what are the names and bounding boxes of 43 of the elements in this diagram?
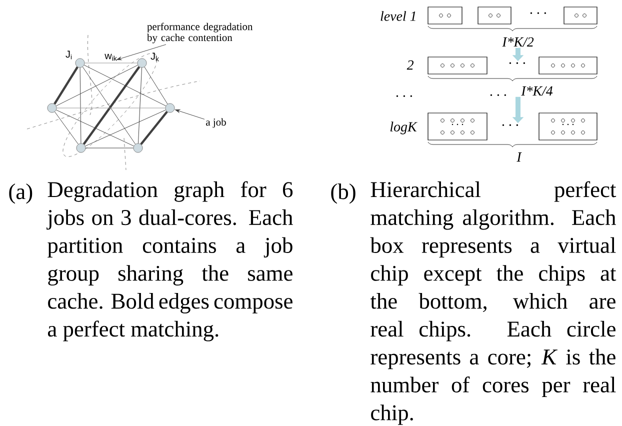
brace-label: I: [516, 152, 522, 162]
graph-edge: [56, 64, 138, 106]
job-node: [133, 143, 143, 153]
chip-box: [478, 6, 512, 24]
job-node: [165, 103, 175, 113]
leader-arrow: [174, 109, 205, 120]
caption-tag: (b): [331, 183, 356, 204]
graph-edge: [138, 67, 142, 144]
chip-box: [538, 56, 598, 74]
graph-edge: [54, 112, 78, 144]
chip-box: [564, 6, 598, 24]
caption-tag: (a): [9, 183, 32, 204]
job-node: [47, 103, 57, 113]
edge-label: w$_{ik}$: [104, 52, 118, 62]
ellipsis: · · ·: [502, 124, 518, 126]
chip-box: [428, 56, 488, 74]
chip-box: [538, 112, 598, 140]
job-node: [76, 143, 86, 153]
graph-edge: [84, 64, 166, 106]
annotation-text: a job: [206, 118, 226, 128]
ellipsis: · · ·: [490, 94, 506, 96]
graph-edge: [54, 66, 78, 105]
brace-label: I*K/2: [502, 37, 534, 47]
graph-edge: [84, 62, 138, 64]
graph-edge: [80, 67, 82, 144]
ellipsis: · · ·: [396, 95, 412, 97]
caption-text: Degradation graph for 6 jobs on 3 dual-cores. Each partition contains a job group sharing the same cache. Bold edges compose a perfect matching.: [46, 181, 293, 342]
graph-edge: [85, 110, 166, 146]
node-label: J$_{k}$: [150, 52, 159, 62]
level-label: 2: [406, 60, 414, 70]
brace-label: I*K/4: [521, 86, 553, 96]
level-label: level 1: [380, 11, 416, 21]
annotation-text: performance degradation by cache contention: [147, 22, 253, 44]
leader-arrow: [116, 44, 166, 60]
ellipsis: · · ·: [509, 62, 525, 64]
chip-box: [428, 6, 462, 24]
graph-edge: [144, 66, 168, 104]
graph-edge: [56, 110, 134, 146]
node-label: J$_{i}$: [66, 50, 72, 60]
caption-text: Hierarchical perfect matching algorithm. Each box represents a virtual chip except the chips at the bottom, which are real chips. Each circle represents a core; K is the number of cores per real chip.: [370, 181, 616, 425]
graph-edge: [140, 110, 168, 146]
chip-box: [428, 112, 488, 140]
ellipsis: · · ·: [530, 12, 546, 14]
